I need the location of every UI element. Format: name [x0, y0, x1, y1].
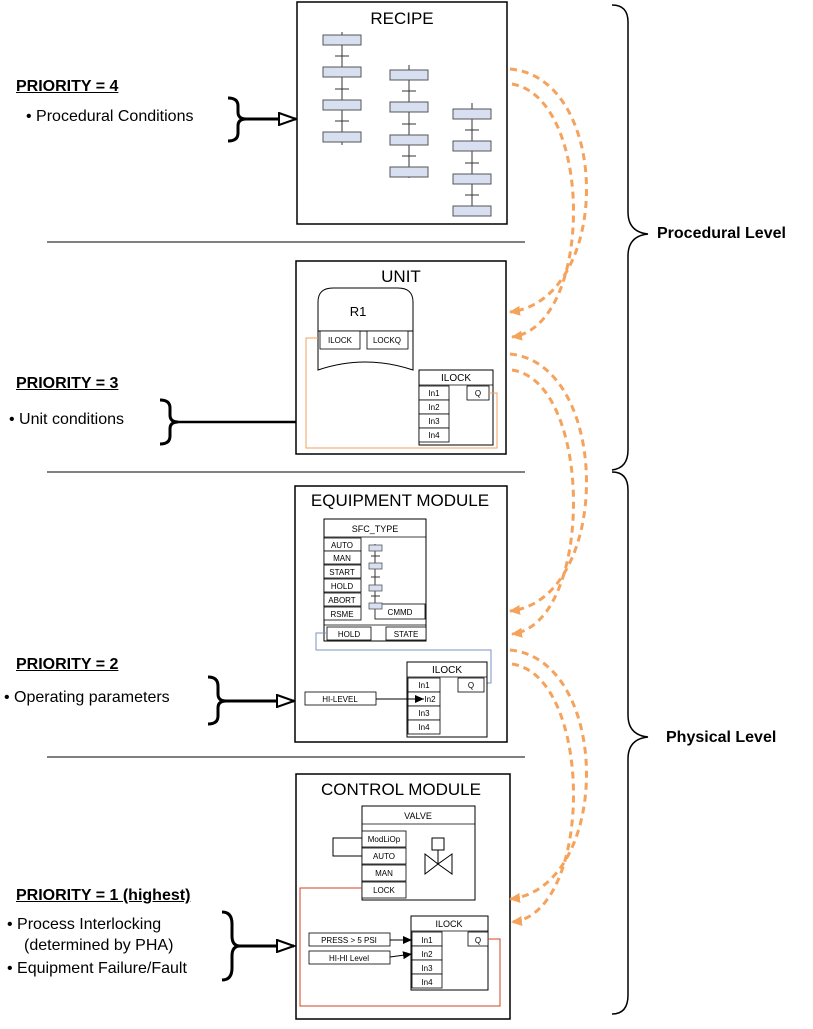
priority-1-item-2: (determined by PHA): [24, 937, 174, 954]
priority-4-title: PRIORITY = 4: [16, 78, 119, 95]
unit-ilock-title: ILOCK: [441, 373, 471, 384]
em-ilock-in2: In2: [424, 695, 436, 704]
em-sfc-auto: AUTO: [331, 541, 353, 550]
cm-valve-lock: LOCK: [373, 886, 395, 895]
priority-2-title: PRIORITY = 2: [16, 656, 119, 673]
priority-4-item-1: • Procedural Conditions: [26, 108, 194, 125]
feedback-arrows: [509, 67, 588, 926]
em-hi-level: HI-LEVEL: [322, 695, 358, 704]
em-sfc-rsme: RSME: [330, 610, 353, 619]
em-sfc-start: START: [329, 568, 355, 577]
em-sfc-cmmd: CMMD: [388, 608, 413, 617]
unit-ilock-in4: In4: [428, 431, 440, 440]
unit-title: UNIT: [381, 267, 421, 286]
em-sfc-state: STATE: [394, 630, 419, 639]
em-sfc-hold-out: HOLD: [338, 630, 360, 639]
cm-valve-modliop: ModLiOp: [368, 835, 401, 844]
cm-valve-title: VALVE: [404, 811, 432, 821]
em-ilock-q: Q: [468, 681, 474, 690]
em-sfc-title: SFC_TYPE: [352, 524, 399, 534]
cm-hihi: HI-HI Level: [329, 954, 369, 963]
em-ilock-in4: In4: [418, 723, 430, 732]
section-dividers: [47, 241, 525, 758]
priority-1-item-1: • Process Interlocking: [7, 916, 162, 933]
equipment-internals: [304, 518, 492, 738]
priority-braces: [159, 96, 296, 982]
control-internals: [299, 805, 501, 1007]
em-ilock-in3: In3: [418, 709, 430, 718]
priority-4-item-1-text: Procedural Conditions: [36, 108, 194, 125]
priority-1-item-1-text: Process Interlocking: [17, 916, 162, 933]
cm-press: PRESS > 5 PSI: [321, 936, 377, 945]
unit-ilock-in3: In3: [428, 417, 440, 426]
cm-ilock-q: Q: [475, 936, 481, 945]
priority-1-item-3-text: Equipment Failure/Fault: [17, 960, 187, 977]
recipe-sfc: [322, 32, 492, 217]
procedural-level-label: Procedural Level: [657, 225, 786, 242]
priority-3-title: PRIORITY = 3: [16, 375, 119, 392]
priority-3-item-1-text: Unit conditions: [19, 411, 124, 428]
recipe-title: RECIPE: [370, 9, 434, 28]
em-sfc-abort: ABORT: [328, 596, 356, 605]
priority-2-item-1-text: Operating parameters: [14, 689, 170, 706]
cm-valve-man: MAN: [375, 869, 393, 878]
unit-lockq: LOCKQ: [373, 336, 401, 345]
priority-3-item-1: • Unit conditions: [9, 411, 124, 428]
unit-ilock-input: ILOCK: [328, 336, 353, 345]
level-braces: [611, 4, 649, 1015]
unit-r1-label: R1: [350, 304, 367, 319]
priority-1-item-3: • Equipment Failure/Fault: [7, 960, 187, 977]
control-module-title: CONTROL MODULE: [321, 780, 481, 799]
em-sfc-hold: HOLD: [331, 582, 353, 591]
unit-ilock-in2: In2: [428, 403, 440, 412]
em-sfc-man: MAN: [333, 554, 351, 563]
unit-ilock-q: Q: [475, 389, 481, 398]
priority-1-title: PRIORITY = 1 (highest): [16, 887, 191, 904]
cm-ilock-title: ILOCK: [435, 919, 462, 929]
priority-2-item-1: • Operating parameters: [4, 689, 170, 706]
cm-ilock-in2: In2: [421, 950, 433, 959]
cm-ilock-in4: In4: [421, 978, 433, 987]
em-ilock-title: ILOCK: [432, 665, 462, 676]
equipment-module-title: EQUIPMENT MODULE: [310, 491, 490, 510]
cm-ilock-in1: In1: [421, 936, 433, 945]
unit-ilock-in1: In1: [428, 389, 440, 398]
physical-level-label: Physical Level: [666, 729, 777, 746]
unit-internals: [305, 287, 498, 449]
cm-ilock-in3: In3: [421, 964, 433, 973]
em-ilock-in1: In1: [418, 681, 430, 690]
cm-valve-auto: AUTO: [373, 852, 395, 861]
